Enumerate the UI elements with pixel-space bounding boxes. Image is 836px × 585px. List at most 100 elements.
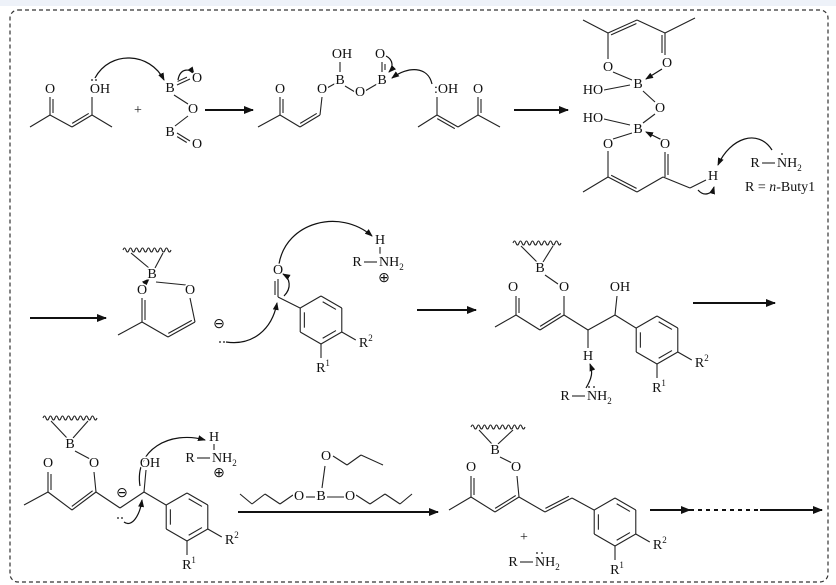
substituent-base: R [652,381,662,396]
bond [143,469,147,493]
curved-arrow-enol-attack [391,69,433,85]
substituent-r2: R2 [695,353,709,371]
boron-atom: B [335,73,344,88]
double-bond-line [71,490,93,507]
oxygen: O [375,47,385,62]
carbonyl-oxygen: O [466,460,476,475]
substituent-base: R [610,563,620,578]
bond [119,491,145,509]
bond [516,475,520,498]
bond [277,296,301,309]
oxygen: O [321,449,331,464]
bond [689,179,707,189]
bond [518,496,546,513]
amine-nh2: NH2 [777,156,802,173]
bond [326,82,337,89]
bond [614,295,618,316]
bond [612,71,633,81]
bond [399,493,413,505]
bond [635,351,658,365]
boron-atom: B [65,437,74,452]
bond [23,491,49,506]
aromatic-inner-bond [322,301,337,310]
substituent-r1: R1 [182,555,196,573]
arrows-layer [30,55,823,524]
carbonyl-oxygen: O [45,82,55,97]
bond [544,497,573,513]
double-bond-line [177,76,188,82]
bond [91,114,113,128]
curved-arrow-co-break [282,273,291,297]
page-top-strip [0,0,836,6]
scheme-border [9,9,829,583]
lone-pair-dot [593,386,595,388]
bridging-oxygen: O [188,102,198,117]
bond [50,420,68,439]
boron-hydroxyl: HO [583,83,603,98]
bond [662,176,691,189]
bond [279,494,294,505]
bond [497,429,514,445]
bond [189,297,196,323]
curved-arrow-protonation [278,220,373,265]
amine-sub2: 2 [607,396,612,406]
oxygen: O [662,56,672,71]
bond [167,321,196,338]
bond [72,420,89,439]
substituent-r2: R2 [359,333,373,351]
lone-pair-dot [781,153,783,155]
curved-arrow-bo-break [385,55,397,73]
amine-sub2: 2 [797,163,802,173]
amine-nh2: NH2 [379,255,404,272]
oxygen: O [660,137,670,152]
bond [319,96,323,116]
bond [593,533,616,547]
carbonyl-oxygen: O [473,82,483,97]
bond [299,114,321,128]
bond [143,491,167,506]
lone-pair [223,341,225,343]
wavy-bond-icon [42,415,98,421]
amine-sub2: 2 [399,262,404,272]
aromatic-inner-bond [188,498,203,507]
hydrogen: H [583,349,593,364]
lone-pair [91,79,93,81]
carbanion-charge: ⊖ [116,486,128,501]
oxygen: O [294,489,304,504]
bond [155,281,187,286]
bonds-layer [23,17,707,560]
boron-atom: B [377,73,386,88]
bond [207,528,223,538]
hydrogen: H [375,233,385,248]
substituent-base: R [359,336,369,351]
substituent-sup: 2 [234,530,239,540]
bond [582,176,609,193]
bond [470,496,496,513]
bond [251,493,266,505]
plus-sign: + [520,530,528,545]
oxygen: O [192,137,202,152]
bond [174,115,189,127]
oxygen: O [89,456,99,471]
bond [563,314,589,331]
bond [544,274,559,285]
aldehyde-oxygen: O [273,263,283,278]
boron-atom: B [633,122,642,137]
bond [614,497,637,511]
bond [344,85,356,93]
double-bond-line [299,112,318,124]
curved-arrow-oh-to-h [138,435,206,487]
lone-pair-dot [536,552,538,554]
r-definition: R = n-Buty1 [745,180,815,195]
bond [607,19,638,34]
substituent-base: R [182,558,192,573]
bond [369,493,386,505]
bond [515,314,541,331]
substituent-base: R [225,533,235,548]
carbonyl-oxygen: O [275,82,285,97]
wavy-bond-icon [512,240,562,246]
